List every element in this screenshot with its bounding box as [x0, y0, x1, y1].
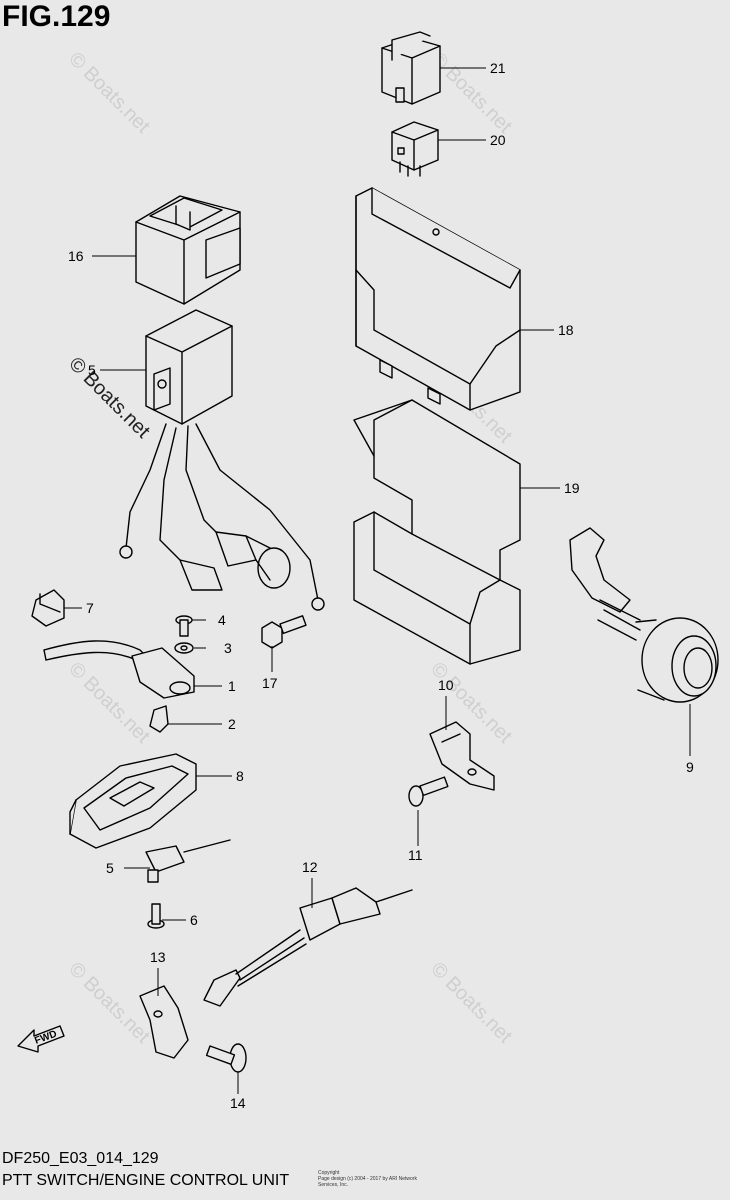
clamp-lower-part — [139, 985, 189, 1059]
callout-5-lower: 5 — [106, 860, 114, 876]
engine-control-unit-part — [355, 187, 521, 411]
callout-18: 18 — [558, 322, 574, 338]
forward-arrow-icon — [17, 1025, 65, 1053]
callout-1: 1 — [228, 678, 236, 694]
callout-4: 4 — [218, 612, 226, 628]
screw-lower-part — [205, 1043, 247, 1073]
bolt-lower-part — [147, 903, 165, 929]
callout-2: 2 — [228, 716, 236, 732]
bolt-right-part — [408, 776, 449, 807]
callout-19: 19 — [564, 480, 580, 496]
watermark-1: © Boats.net — [64, 48, 154, 138]
callout-11: 11 — [408, 847, 423, 863]
callout-9: 9 — [686, 759, 694, 775]
callout-8: 8 — [236, 768, 244, 784]
harness-connector-part — [203, 887, 413, 1007]
ptt-switch-lower-part — [145, 839, 231, 883]
ecu-cover-part — [353, 399, 521, 665]
callout-10: 10 — [438, 677, 454, 693]
callout-6: 6 — [190, 912, 198, 928]
copyright-notice: Copyright Page design (c) 2004 - 2017 by… — [318, 1170, 438, 1188]
ptt-switch-part — [43, 640, 195, 699]
callout-12: 12 — [302, 859, 318, 875]
switch-cover-part — [69, 753, 197, 849]
callout-labels: 21 20 16 5 18 19 7 4 3 1 2 8 5 6 17 10 1… — [68, 60, 694, 1111]
callout-7: 7 — [86, 600, 94, 616]
pin-part — [149, 705, 169, 733]
copyright-line-1: Copyright — [318, 1170, 340, 1176]
clamp-part — [31, 589, 65, 627]
watermark-dark: © Boats.net — [64, 353, 154, 443]
leader-lines — [64, 67, 691, 1094]
clamp-bracket-part — [429, 721, 495, 791]
figure-title: FIG.129 — [2, 0, 111, 33]
callout-20: 20 — [490, 132, 506, 148]
copyright-line-2: Page design (c) 2004 - 2017 by ARI Netwo… — [318, 1176, 417, 1188]
watermark-6: © Boats.net — [64, 958, 154, 1048]
cover-part — [135, 195, 241, 305]
callout-16: 16 — [68, 248, 84, 264]
callout-14: 14 — [230, 1095, 246, 1111]
callout-3: 3 — [224, 640, 232, 656]
wiring-harness-part — [119, 309, 325, 611]
model-code: DF250_E03_014_129 — [2, 1150, 159, 1167]
relay-cap-part — [381, 31, 441, 105]
washer-part — [174, 642, 194, 654]
callout-5-upper: 5 — [88, 362, 96, 378]
callout-13: 13 — [150, 949, 166, 965]
fwd-label: FWD — [33, 1029, 58, 1047]
watermark-7: © Boats.net — [426, 958, 516, 1048]
callout-21: 21 — [490, 60, 506, 76]
grommet-connector-part — [569, 527, 719, 703]
relay-part — [391, 121, 439, 177]
section-title: PTT SWITCH/ENGINE CONTROL UNIT — [2, 1172, 290, 1189]
callout-17: 17 — [262, 675, 278, 691]
bolt-part — [261, 615, 307, 649]
screw-part — [175, 615, 193, 637]
